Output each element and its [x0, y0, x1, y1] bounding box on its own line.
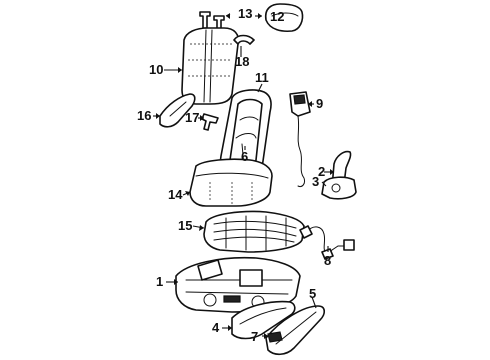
leader-lines [153, 13, 334, 339]
side-shield-outer [265, 305, 326, 356]
callout-1: 1 [156, 274, 163, 289]
seat-belt-buckle [289, 91, 311, 187]
seat-adjuster-track [175, 256, 301, 313]
callout-10: 10 [149, 62, 163, 77]
callout-7: 7 [251, 329, 258, 344]
callout-16: 16 [137, 108, 151, 123]
callout-9: 9 [316, 96, 323, 111]
callout-4: 4 [212, 320, 220, 335]
callout-15: 15 [178, 218, 192, 233]
recliner-mechanism [321, 176, 357, 200]
headrest-guide-pins [199, 11, 225, 33]
cushion-frame [203, 210, 305, 253]
seat-switch [267, 331, 283, 343]
callout-18: 18 [235, 54, 249, 69]
callout-17: 17 [185, 110, 199, 125]
callout-12-label: 12 [270, 9, 284, 24]
wiring-harness [299, 225, 355, 260]
headrest [264, 3, 304, 33]
callout-labels: 13 12 12 18 10 11 16 17 9 6 14 2 3 15 8 … [137, 6, 331, 344]
back-trim-clip [233, 34, 255, 45]
callout-5: 5 [309, 286, 316, 301]
callout-11: 11 [255, 70, 269, 85]
side-shield-inner [231, 300, 296, 340]
callout-3: 3 [312, 174, 319, 189]
callout-8: 8 [324, 253, 331, 268]
callout-6: 6 [241, 149, 248, 164]
seat-back-cover [181, 27, 240, 105]
callout-14: 14 [168, 187, 183, 202]
recliner-handle-cover [159, 93, 196, 128]
callout-13: 13 [238, 6, 252, 21]
recliner-screw [201, 113, 219, 131]
callout-2: 2 [318, 164, 325, 179]
seat-cushion [189, 158, 273, 207]
